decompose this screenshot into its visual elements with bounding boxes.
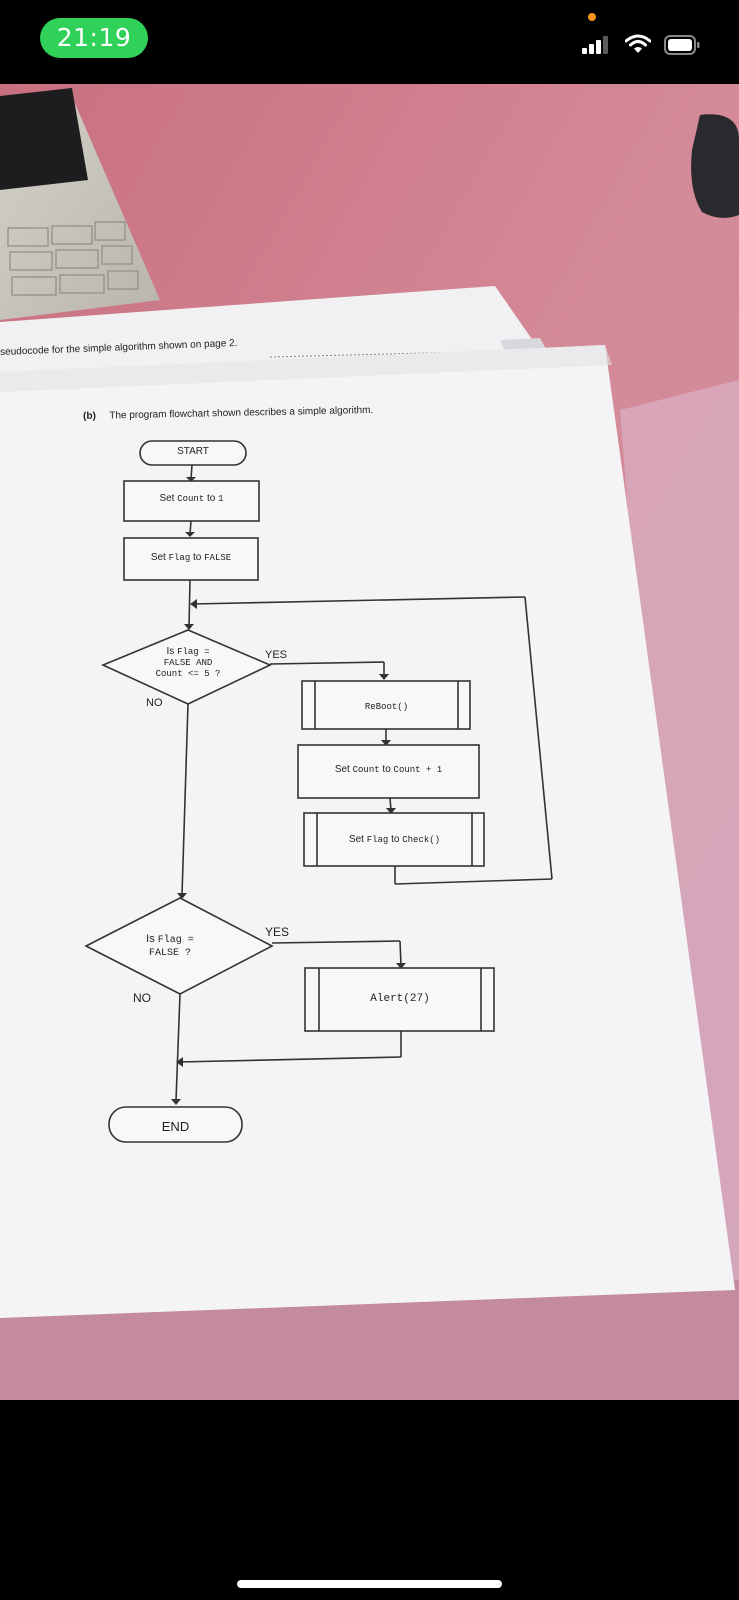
- reboot-box: [301, 680, 471, 730]
- start-label: START: [177, 446, 209, 457]
- set-flag-box: [123, 537, 259, 581]
- home-indicator[interactable]: [237, 1580, 502, 1588]
- decision2-yes-label: YES: [265, 925, 290, 939]
- decision1-no-label: NO: [146, 697, 163, 709]
- laptop-keys: [7, 221, 139, 296]
- alert-label: Alert(27): [370, 993, 430, 1005]
- increment-label: Set Count to Count + 1: [334, 764, 443, 775]
- wifi-icon: [625, 34, 651, 53]
- reboot-label: ReBoot(): [364, 702, 409, 712]
- flowchart: [84, 440, 553, 1143]
- decision2-label: Is Flag = FALSE ?: [146, 933, 194, 959]
- set-count-label: Set Count to 1: [159, 493, 224, 504]
- decision1-yes-label: YES: [265, 649, 288, 661]
- increment-box: [297, 744, 480, 799]
- blanket-fold: [620, 380, 739, 1300]
- photo-scene: [0, 84, 739, 1400]
- alert-box: [304, 967, 495, 1032]
- set-count-box: [123, 480, 260, 522]
- paper-shadow: [0, 345, 612, 392]
- end-terminator: [108, 1106, 243, 1143]
- answer-dotted-line: [269, 351, 467, 358]
- time-pill[interactable]: 21:19: [40, 18, 148, 58]
- privacy-indicator-dot: [588, 13, 596, 21]
- set-flag-check-box: [303, 812, 485, 867]
- photo-content: seudocode for the simple algorithm shown…: [0, 84, 739, 1400]
- decision2-no-label: NO: [133, 991, 151, 1005]
- status-time: 21:19: [56, 23, 132, 52]
- battery-icon: [664, 35, 700, 55]
- set-flag-check-label: Set Flag to Check(): [348, 834, 441, 845]
- question-label: (b): [83, 410, 97, 422]
- set-flag-label: Set Flag to FALSE: [150, 552, 232, 563]
- dark-object: [691, 114, 739, 218]
- laptop-screen-edge: [0, 88, 88, 190]
- status-bar: 21:19: [0, 0, 739, 84]
- start-terminator: [139, 440, 247, 466]
- decision1-label: Is Flag = FALSE AND Count <= 5 ?: [155, 646, 221, 679]
- end-label: END: [161, 1119, 190, 1134]
- signal-icon: [582, 36, 608, 54]
